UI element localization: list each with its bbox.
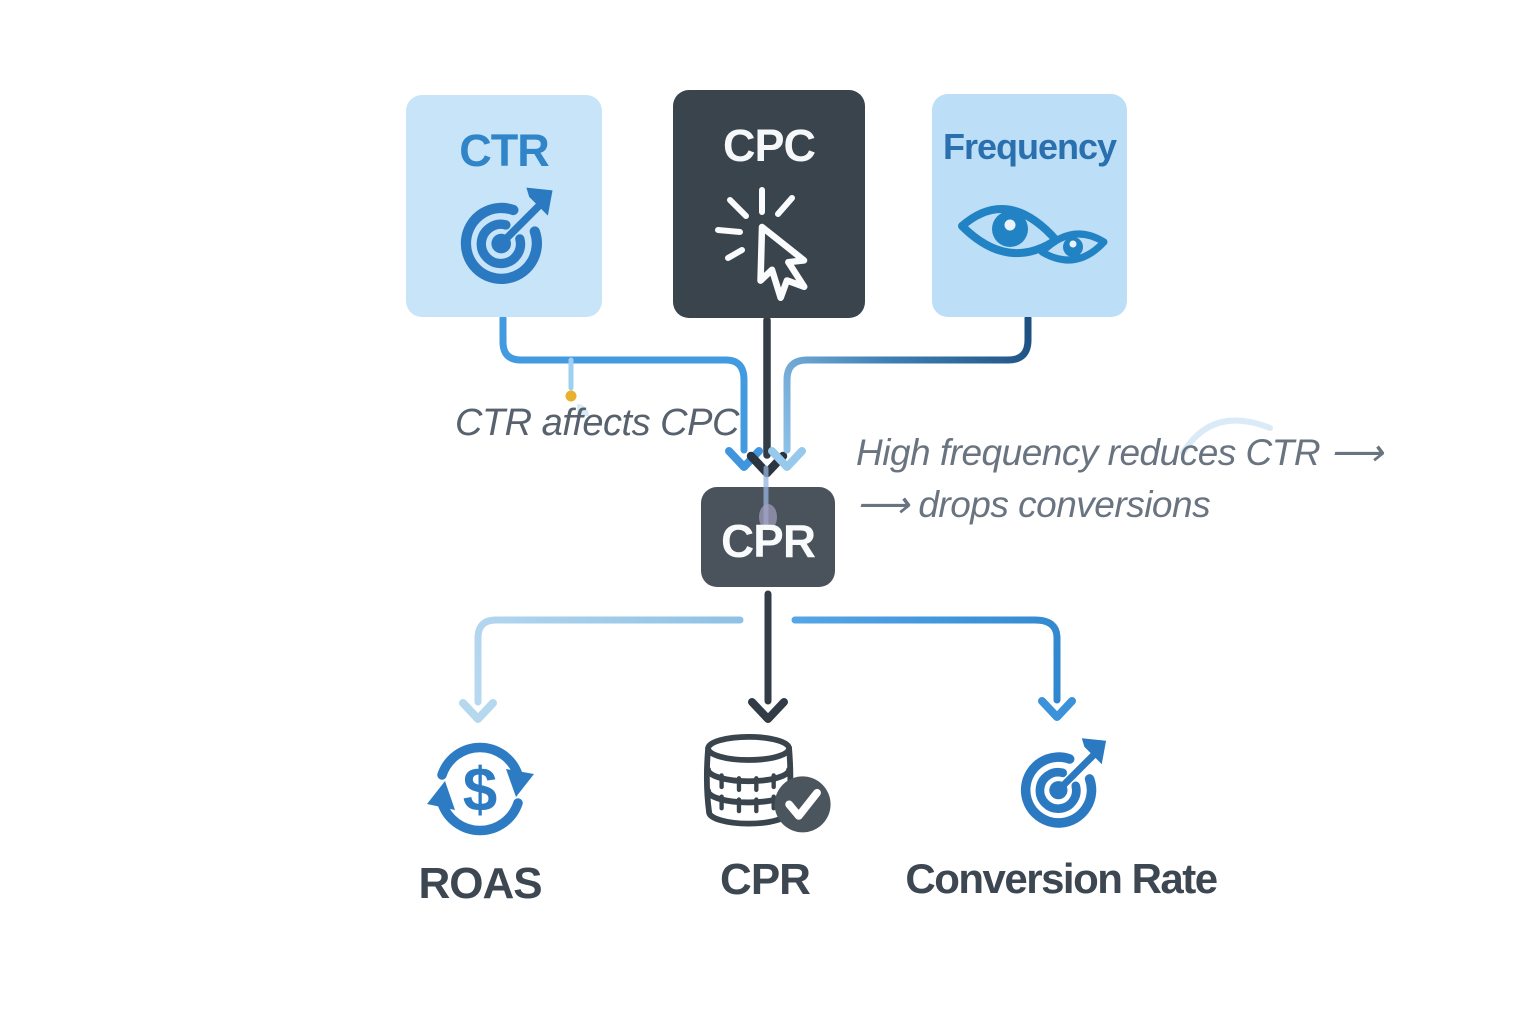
node-roas-label: ROAS	[418, 859, 542, 908]
annotation-line-1: High frequency reduces CTR ⟶	[856, 432, 1383, 473]
decorative-swoosh	[1180, 417, 1273, 456]
edge-cpr-to-roas	[459, 616, 744, 723]
annotation-ctr-affects-cpc: CTR affects CPC	[455, 402, 739, 444]
node-cpr: CPR	[701, 487, 835, 587]
node-ctr-label: CTR	[459, 125, 549, 176]
node-cpr-label: CPR	[720, 515, 816, 567]
target-arrow-icon	[448, 182, 560, 294]
edge-frequency-to-cpr	[768, 314, 1032, 471]
node-cpr-outcome: CPR	[675, 733, 855, 905]
node-cpr-outcome-label: CPR	[720, 855, 811, 904]
edge-cpr-to-cpr-outcome	[748, 590, 788, 723]
arrowhead	[768, 447, 806, 471]
arrowhead	[1038, 697, 1076, 721]
yellow-dot	[565, 390, 577, 402]
faint-mouse-icon	[759, 465, 777, 530]
decorative-wedge	[577, 404, 589, 416]
dollar-glyph: $	[463, 756, 497, 825]
node-conversion-rate: Conversion Rate	[905, 733, 1218, 903]
annotation-high-frequency: High frequency reduces CTR ⟶ ⟶ drops con…	[856, 427, 1383, 531]
arrowhead	[459, 699, 497, 723]
node-conversion-rate-label: Conversion Rate	[905, 855, 1218, 902]
node-cpc: CPC	[673, 90, 865, 318]
cycle-arrowhead	[506, 769, 534, 797]
double-eye-icon	[957, 204, 1107, 264]
node-frequency-label: Frequency	[942, 126, 1117, 167]
cursor-click-icon	[715, 187, 808, 302]
check-mark	[785, 788, 821, 820]
edge-cpr-to-conversion-rate	[791, 616, 1076, 721]
node-roas: $ ROAS	[395, 733, 565, 909]
coins-check-icon	[703, 733, 831, 833]
cycle-arrowhead	[427, 781, 455, 810]
dollar-cycle-icon: $	[427, 742, 534, 836]
node-ctr: CTR	[406, 95, 602, 317]
check-circle	[774, 776, 831, 833]
node-frequency: Frequency	[932, 94, 1127, 317]
annotation-line-2: ⟶ drops conversions	[856, 484, 1211, 525]
target-arrow-icon	[1009, 733, 1113, 837]
ctr-affects-cpc-stub	[565, 357, 589, 416]
node-cpc-label: CPC	[722, 120, 816, 171]
arrowhead	[748, 698, 788, 723]
